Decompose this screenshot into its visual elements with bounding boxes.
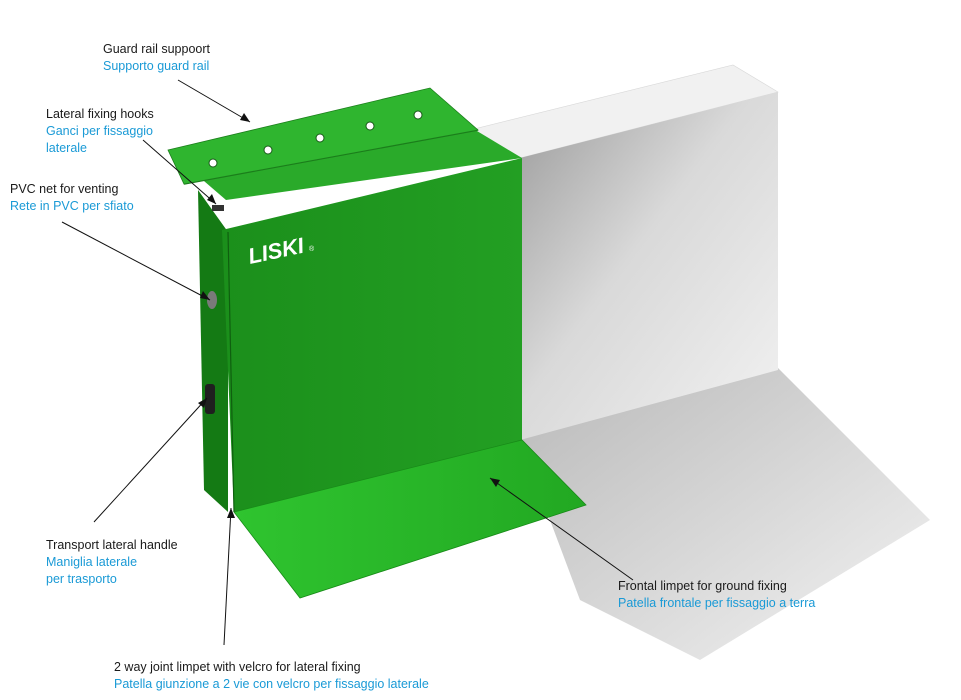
leader-transport-handle (93, 397, 208, 523)
arrowhead (207, 194, 216, 204)
label-english: PVC net for venting (10, 182, 119, 196)
label-italian: Rete in PVC per sfiato (10, 199, 134, 213)
box-side-face (198, 190, 228, 512)
rail-hole (263, 145, 273, 155)
arrowhead (240, 113, 250, 122)
arrowhead (227, 508, 235, 518)
label-transport-handle: Transport lateral handle Maniglia latera… (46, 537, 178, 588)
label-english: 2 way joint limpet with velcro for later… (114, 660, 361, 674)
label-italian: Ganci per fissaggio (46, 124, 154, 138)
rail-holes (208, 110, 423, 168)
callout-lines (61, 79, 634, 646)
leader-joint-limpet (223, 507, 232, 646)
label-english: Lateral fixing hooks (46, 107, 154, 121)
arrowhead (198, 398, 207, 408)
arrowhead (200, 291, 210, 300)
label-italian: Supporto guard rail (103, 59, 210, 73)
label-joint-limpet: 2 way joint limpet with velcro for later… (114, 659, 429, 693)
block-front-face (520, 92, 778, 440)
label-english: Frontal limpet for ground fixing (618, 579, 787, 593)
label-italian: Patella giunzione a 2 vie con velcro per… (114, 677, 429, 691)
label-english: Guard rail suppoort (103, 42, 211, 56)
label-frontal-limpet: Frontal limpet for ground fixing Patella… (618, 578, 815, 612)
label-pvc-net: PVC net for venting Rete in PVC per sfia… (10, 181, 134, 215)
label-italian: per trasporto (46, 572, 117, 586)
joint-limpet-edge (227, 231, 235, 513)
lateral-fixing-hook (212, 205, 224, 211)
pvc-net-vent (207, 291, 217, 309)
rail-hole (208, 158, 218, 168)
rail-hole (413, 110, 423, 120)
label-italian: laterale (46, 141, 87, 155)
leader-guard-rail (177, 79, 251, 123)
label-english: Transport lateral handle (46, 538, 178, 552)
box-front-face (222, 158, 522, 512)
leader-pvc-net (61, 221, 211, 301)
rail-hole (365, 121, 375, 131)
leader-frontal-limpet (489, 477, 634, 581)
transport-handle (205, 384, 215, 414)
callout-arrowheads (198, 113, 500, 518)
frontal-limpet-flap (233, 439, 587, 599)
arrowhead (490, 478, 500, 487)
label-lateral-fixing-hooks: Lateral fixing hooks Ganci per fissaggio… (46, 106, 154, 157)
ground-shadow (520, 360, 930, 660)
rail-hole (315, 133, 325, 143)
label-guard-rail-support: Guard rail suppoort Supporto guard rail (103, 41, 210, 75)
label-italian: Patella frontale per fissaggio a terra (618, 596, 816, 610)
leader-fixing-hooks (142, 139, 217, 205)
brand-registered-mark: ® (309, 245, 315, 253)
label-italian: Maniglia laterale (46, 555, 138, 569)
